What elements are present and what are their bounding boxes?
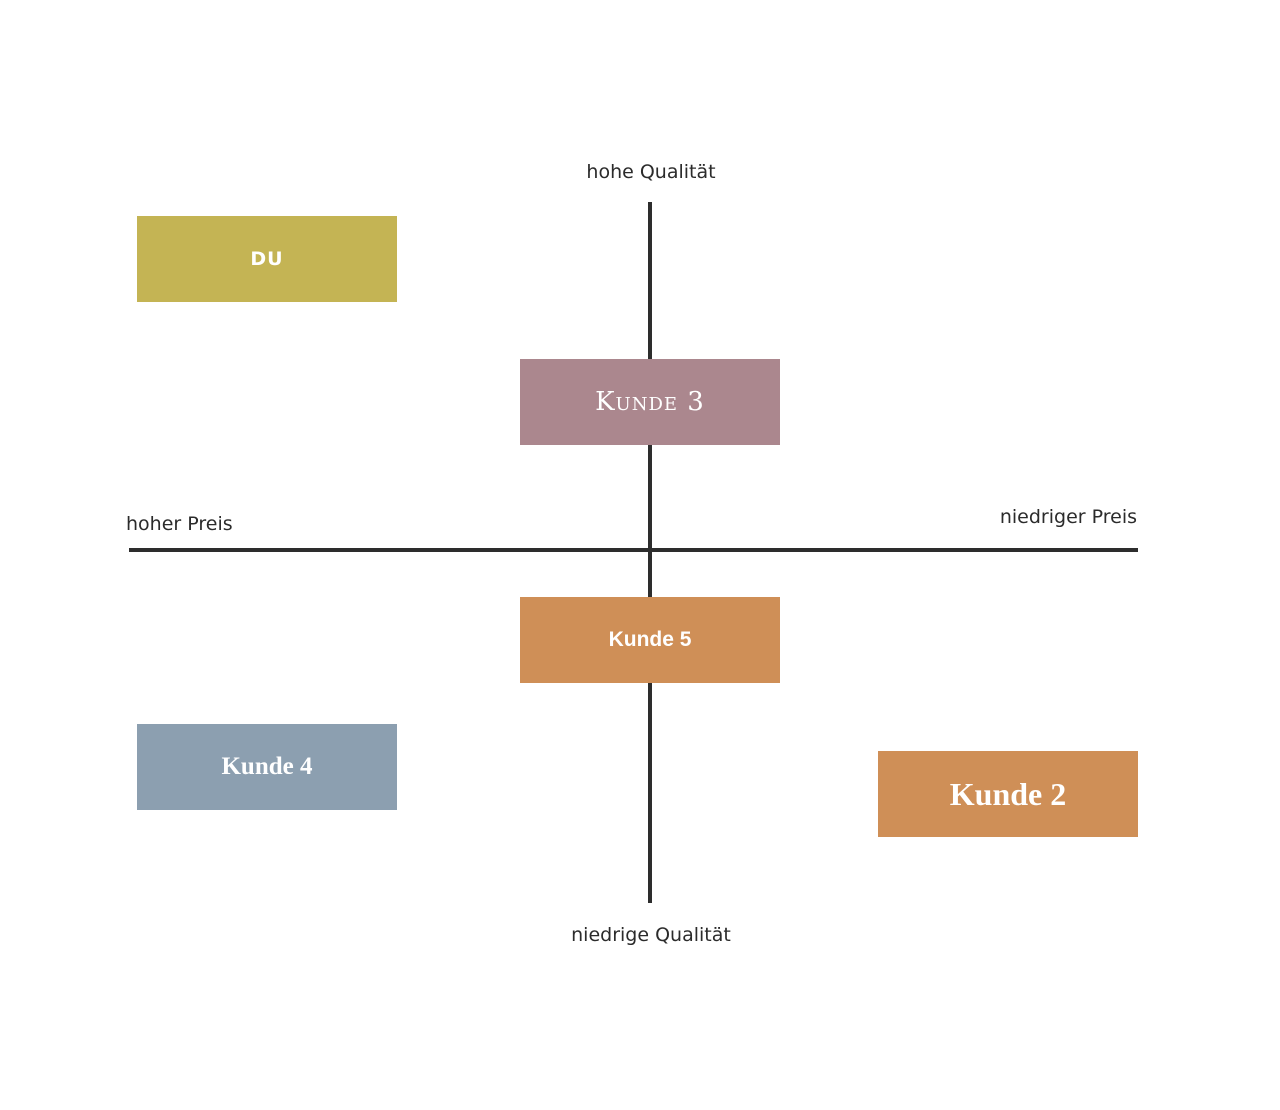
box-kunde-4-label: Kunde 4 [221,753,313,780]
box-kunde-3: Kunde 3 [520,359,780,445]
box-kunde-3-label: Kunde 3 [595,387,705,417]
high-price-label: hoher Preis [126,513,233,535]
box-kunde-5: Kunde 5 [520,597,780,683]
price-axis-line [129,548,1138,552]
high-quality-label: hohe Qualität [586,161,716,183]
box-du: DU [137,216,397,302]
box-du-label: DU [250,248,284,270]
box-kunde-5-label: Kunde 5 [608,628,692,651]
low-quality-label: niedrige Qualität [571,924,731,946]
quality-axis-line [648,202,652,903]
box-kunde-2-label: Kunde 2 [949,775,1067,812]
box-kunde-2: Kunde 2 [878,751,1138,837]
low-price-label: niedriger Preis [999,506,1137,528]
box-kunde-4: Kunde 4 [137,724,397,810]
